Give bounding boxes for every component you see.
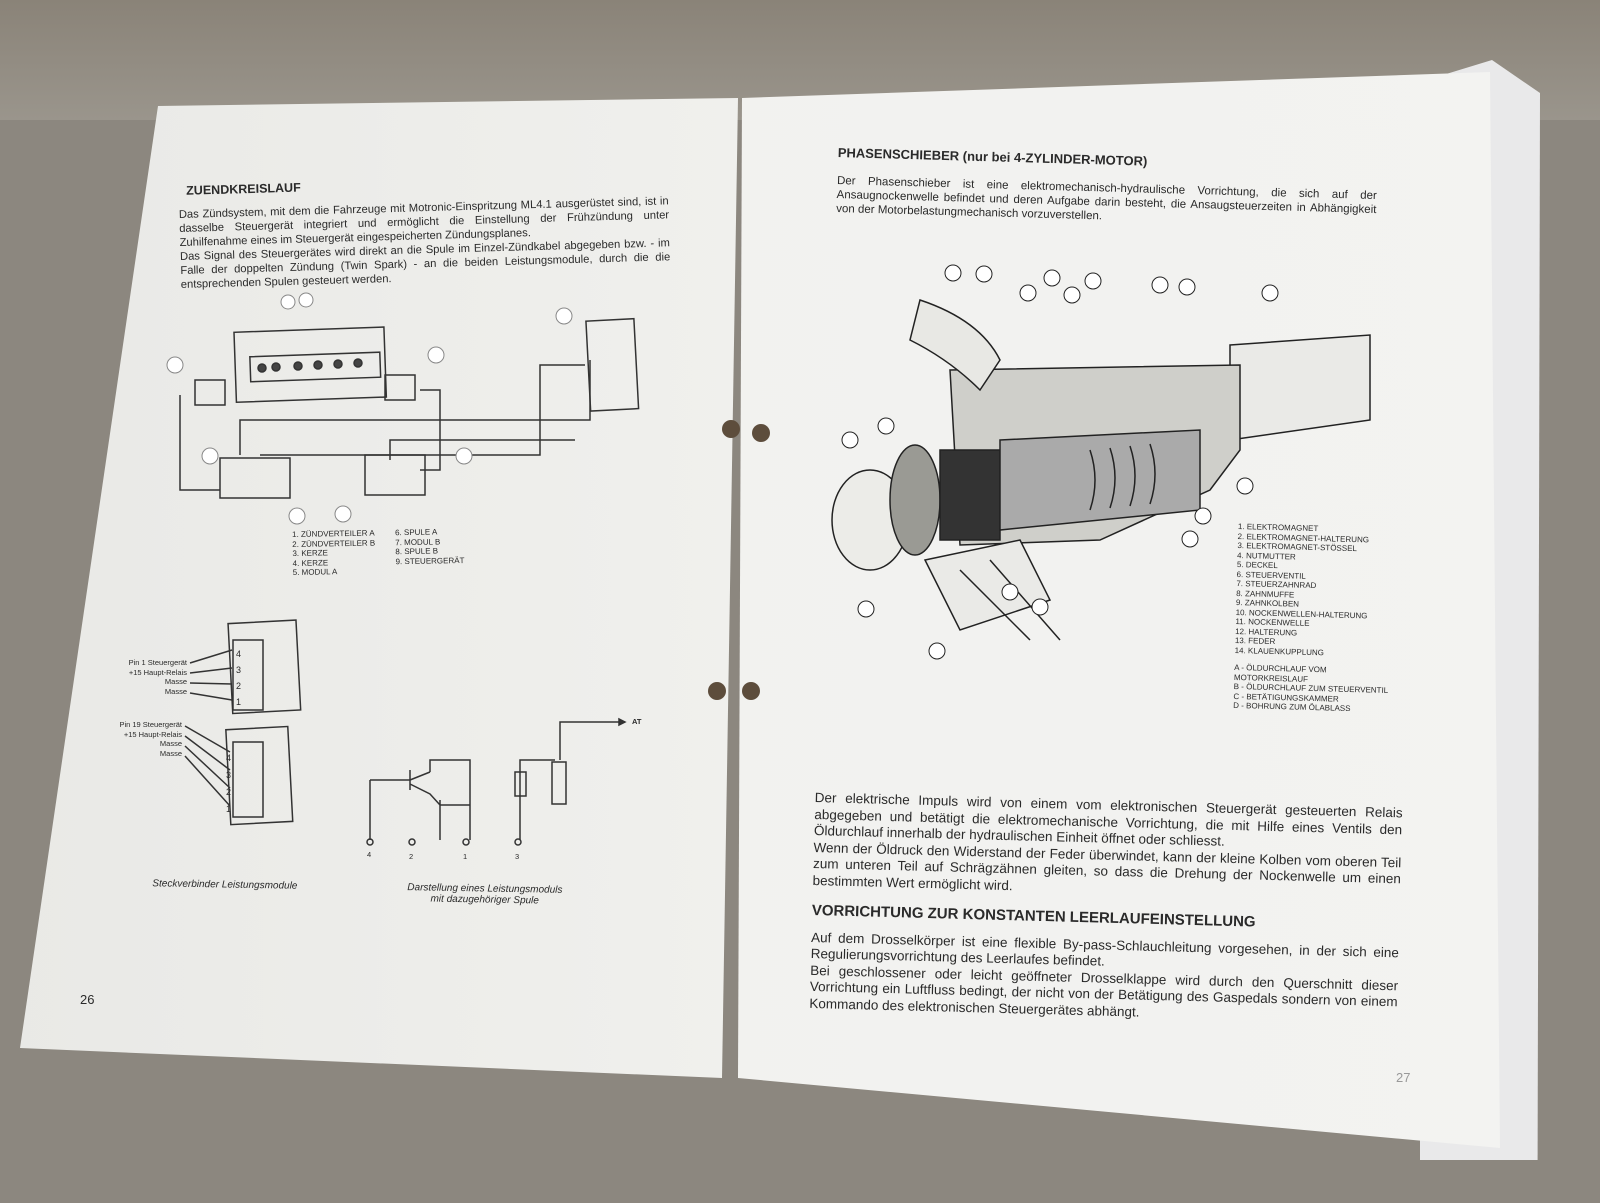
pin-label: Masse	[159, 739, 182, 748]
pin-label: +15 Haupt-Relais	[123, 729, 182, 739]
binding-hole	[742, 682, 760, 700]
page-number: 27	[1396, 1070, 1411, 1085]
connector2-pins: 4 3 2 1	[226, 750, 231, 818]
binding-hole	[722, 420, 740, 438]
pin-number: 4	[236, 649, 242, 659]
pin-number: 1	[236, 697, 242, 707]
subheading: VORRICHTUNG ZUR KONSTANTEN LEERLAUFEINST…	[811, 901, 1256, 931]
pin-number: 2	[226, 787, 232, 797]
connector1-labels: Pin 1 Steuergerät +15 Haupt-Relais Masse…	[115, 658, 187, 696]
page-number: 26	[80, 992, 95, 1007]
pin-number: 1	[226, 804, 232, 814]
pin-label: Pin 1 Steuergerät	[128, 658, 187, 667]
pin-label: Pin 19 Steuergerät	[119, 720, 182, 729]
pin-number: 3	[226, 770, 232, 780]
output-label: AT	[632, 717, 642, 726]
pin-label: +15 Haupt-Relais	[128, 667, 187, 677]
pin-label: Masse	[164, 677, 187, 686]
terminal-label: 2	[409, 852, 414, 861]
body-text: Der elektrische Impuls wird von einem vo…	[809, 790, 1403, 1027]
pin-number: 2	[236, 681, 242, 691]
pin-label: Masse	[159, 748, 182, 758]
binding-hole	[708, 682, 726, 700]
pin-number: 4	[226, 753, 232, 763]
terminal-label: 1	[463, 852, 468, 861]
binding-hole	[752, 424, 770, 442]
connector1-pins: 4 3 2 1	[236, 646, 241, 710]
phase-shifter-legend: 1. ELEKTROMAGNET 2. ELEKTROMAGNET-HALTER…	[1233, 522, 1398, 715]
terminal-label: 3	[515, 852, 520, 861]
connector2-labels: Pin 19 Steuergerät +15 Haupt-Relais Mass…	[110, 720, 182, 758]
pin-label: Masse	[164, 686, 187, 696]
pin-number: 3	[236, 665, 242, 675]
terminal-label: 4	[367, 850, 372, 859]
